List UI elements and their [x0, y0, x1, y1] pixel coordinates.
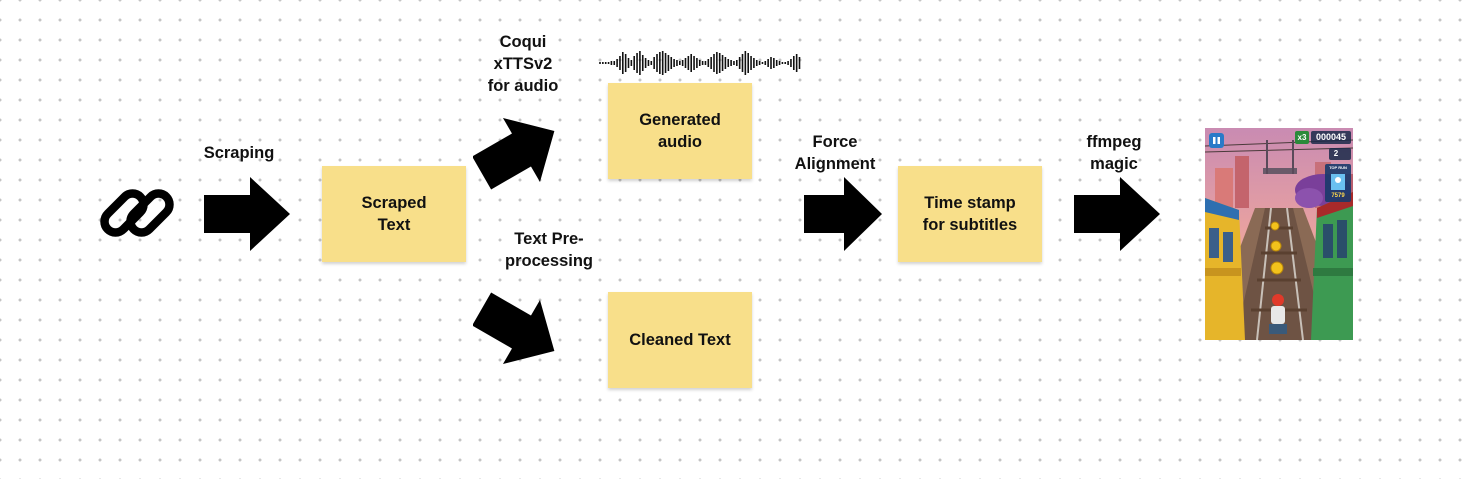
game-score: 000045 — [1315, 132, 1347, 142]
cleaned-text-note: Cleaned Text — [608, 292, 752, 388]
scraped-text-note-label: Scraped Text — [361, 194, 427, 234]
coin-icon — [1270, 221, 1284, 275]
game-top-run: TOP RUN — [1329, 165, 1347, 170]
scraping-label: Scraping — [203, 144, 275, 162]
gameplay-video-preview: x3 000045 2 TOP RUN 7579 — [1205, 128, 1353, 340]
preprocessing-label: Text Pre- processing — [504, 230, 594, 270]
tts-label: Coqui xTTSv2 for audio — [487, 33, 559, 95]
scraped-text-note: Scraped Text — [322, 166, 466, 262]
alignment-label: Force Alignment — [794, 133, 876, 173]
arrow-to-timestamps — [804, 177, 882, 251]
timestamps-note-label: Time stamp for subtitles — [922, 194, 1018, 234]
arrow-to-cleaned-text — [473, 292, 555, 365]
generated-audio-note: Generated audio — [608, 83, 752, 179]
cleaned-text-note-label: Cleaned Text — [629, 331, 731, 349]
arrow-to-generated-audio — [473, 117, 555, 190]
arrow-to-scraped-text — [204, 177, 290, 251]
waveform-icon — [599, 51, 801, 75]
ffmpeg-label: ffmpeg magic — [1086, 133, 1142, 173]
game-coins: 2 — [1333, 149, 1339, 158]
timestamps-note: Time stamp for subtitles — [898, 166, 1042, 262]
game-best-score: 7579 — [1331, 193, 1345, 199]
link-icon — [100, 189, 174, 237]
arrow-to-video — [1074, 177, 1160, 251]
generated-audio-note-label: Generated audio — [639, 111, 721, 151]
game-pause-button[interactable] — [1209, 133, 1224, 148]
game-multiplier: x3 — [1297, 133, 1307, 142]
